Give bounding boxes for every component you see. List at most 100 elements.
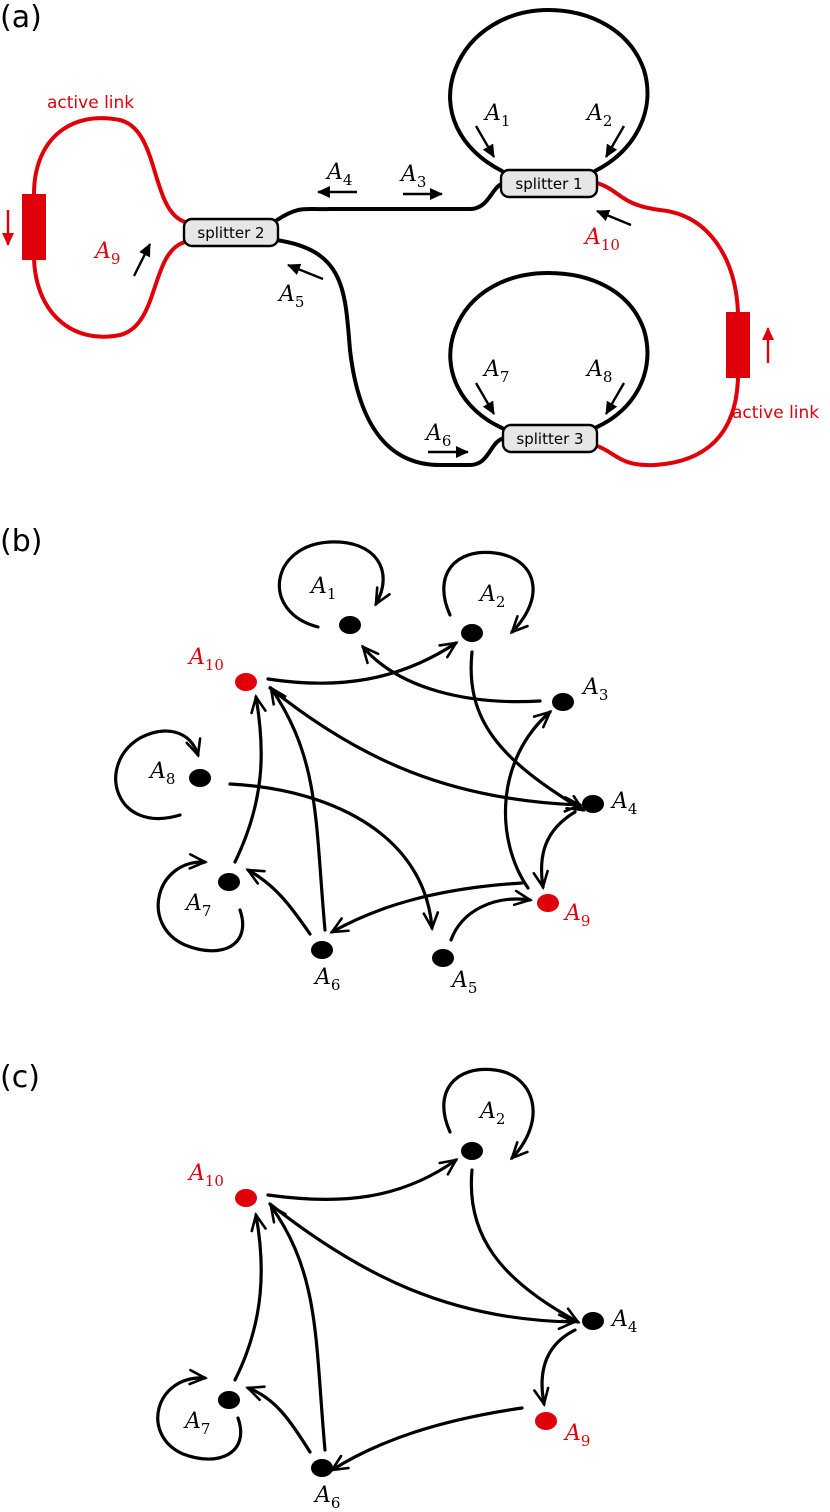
edge-b-A3-A1 — [363, 647, 542, 704]
signal-labels: A1 A2 A3 A4 A5 A6 A7 A8 A9 A10 — [93, 101, 620, 450]
signal-arrow-9 — [132, 243, 152, 277]
node-b-A9 — [537, 894, 559, 912]
node-b-A7 — [218, 873, 240, 891]
node-label-b-A7: A7 — [184, 891, 211, 920]
active-link-right — [595, 181, 740, 468]
fiber-splitter2-splitter1 — [275, 181, 507, 222]
node-c-A10 — [235, 1189, 257, 1207]
active-link-label-right: active link — [732, 403, 819, 423]
splitter-2-box — [182, 217, 280, 248]
label-A4: A4 — [325, 160, 352, 189]
edge-b-A9-A3 — [503, 712, 550, 890]
graph-c-nodes — [218, 1142, 604, 1477]
label-A9: A9 — [93, 239, 120, 268]
active-link-label-left: active link — [47, 93, 134, 113]
graph-b-edges — [114, 540, 583, 953]
amplifier-left — [22, 194, 46, 260]
edge-b-A1-A1 — [277, 540, 383, 629]
panel-b: (b) — [0, 524, 637, 997]
edge-c-A10-A2 — [266, 1160, 456, 1202]
edge-c-A2-A2 — [442, 1067, 535, 1158]
edge-c-A6-A7 — [248, 1388, 312, 1454]
label-A5: A5 — [277, 282, 304, 311]
edge-b-A2-A2 — [442, 550, 535, 632]
edge-b-A9-A6 — [332, 881, 524, 934]
graph-b-labels: A1 A2 A3 A4 A5 A6 A7 A8 A9 A10 — [148, 574, 637, 997]
node-label-c-A9: A9 — [563, 1421, 590, 1450]
passive-fibers — [274, 7, 650, 467]
label-A2: A2 — [585, 101, 612, 130]
node-label-b-A9: A9 — [563, 901, 590, 930]
panel-b-label: (b) — [0, 524, 42, 559]
panel-c: (c) A2 A4 A6 A7 A9 A10 — [0, 1060, 637, 1512]
edge-c-A7-A7 — [156, 1378, 243, 1461]
splitters: splitter 1 splitter 2 splitter 3 — [182, 168, 599, 454]
node-c-A6 — [311, 1459, 333, 1477]
edge-b-A7-A7 — [156, 862, 245, 953]
edge-b-A8-A5 — [228, 782, 432, 928]
node-b-A2 — [461, 624, 483, 642]
node-b-A8 — [189, 769, 211, 787]
ring-3 — [448, 270, 650, 430]
splitter-3-label: splitter 3 — [516, 430, 583, 448]
edge-b-A6-A10 — [271, 688, 327, 932]
label-A1: A1 — [483, 101, 510, 130]
graph-c-labels: A2 A4 A6 A7 A9 A10 — [183, 1099, 637, 1512]
edge-b-A2-A4 — [469, 650, 583, 812]
signal-arrow-5 — [287, 263, 324, 281]
splitter-2-label: splitter 2 — [197, 224, 264, 242]
ring-1 — [448, 7, 650, 173]
edge-b-A7-A10 — [233, 697, 261, 864]
node-b-A10 — [235, 673, 257, 691]
graph-c-edges — [156, 1067, 578, 1470]
signal-arrow-7 — [474, 382, 496, 415]
signal-arrow-10 — [596, 209, 632, 227]
splitter-1-label: splitter 1 — [515, 175, 582, 193]
splitter-3-box — [501, 423, 599, 454]
signal-arrow-2 — [604, 125, 626, 158]
edge-c-A2-A4 — [469, 1168, 578, 1324]
node-label-c-A2: A2 — [478, 1099, 505, 1128]
node-b-A4 — [582, 795, 604, 813]
node-label-b-A8: A8 — [148, 759, 175, 788]
label-A6: A6 — [424, 421, 451, 450]
label-A7: A7 — [482, 357, 509, 386]
panel-c-label: (c) — [0, 1060, 40, 1095]
node-c-A7 — [218, 1391, 240, 1409]
node-b-A6 — [311, 941, 333, 959]
amplifier-right — [726, 312, 750, 378]
edge-b-A5-A9 — [449, 899, 530, 942]
edge-b-A8-A8 — [114, 729, 198, 821]
node-b-A3 — [552, 693, 574, 711]
node-b-A5 — [432, 949, 454, 967]
edge-b-A10-A4 — [268, 686, 580, 805]
edge-c-A10-A4 — [268, 1202, 574, 1322]
node-label-b-A2: A2 — [478, 582, 505, 611]
graph-b-nodes — [189, 616, 604, 967]
edge-c-A6-A10 — [271, 1206, 327, 1452]
splitter-1-box — [499, 168, 599, 199]
node-label-c-A7: A7 — [183, 1409, 210, 1438]
fiber-splitter2-splitter3 — [274, 238, 507, 467]
node-label-b-A10: A10 — [187, 645, 224, 674]
node-label-b-A1: A1 — [309, 574, 336, 603]
node-c-A2 — [461, 1142, 483, 1160]
panel-a: (a) active link active link splitter 1 s… — [0, 0, 819, 468]
node-c-A4 — [582, 1312, 604, 1330]
edge-c-A4-A9 — [542, 1328, 577, 1404]
node-label-b-A6: A6 — [313, 965, 340, 994]
edge-b-A6-A7 — [248, 868, 312, 936]
edge-c-A9-A6 — [332, 1406, 524, 1470]
node-label-b-A4: A4 — [610, 789, 637, 818]
node-b-A1 — [339, 616, 361, 634]
signal-arrow-8 — [604, 382, 626, 415]
signal-arrow-1 — [474, 125, 496, 158]
panel-a-label: (a) — [0, 0, 42, 35]
node-label-b-A3: A3 — [581, 675, 608, 704]
label-A10: A10 — [583, 225, 620, 254]
label-A8: A8 — [585, 357, 612, 386]
signal-arrows — [132, 125, 632, 458]
node-c-A9 — [535, 1412, 557, 1430]
edge-b-A10-A2 — [266, 643, 456, 685]
